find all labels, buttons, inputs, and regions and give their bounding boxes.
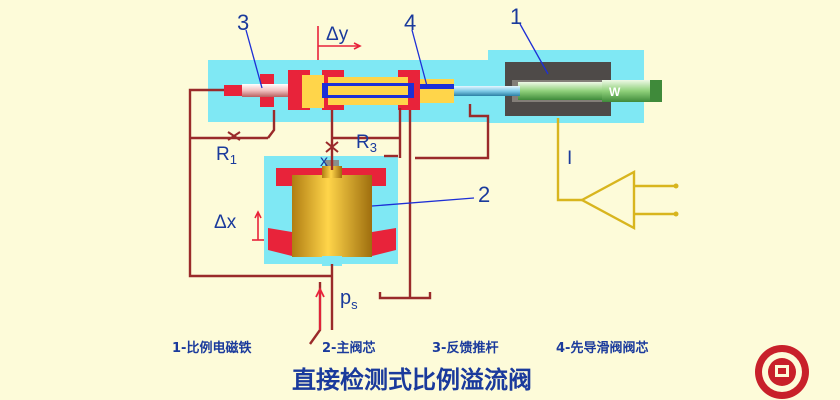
label-delta-x: Δx [214, 212, 237, 233]
label-delta-y: Δy [326, 24, 349, 45]
delta-y-indicator [317, 26, 362, 60]
label-3: 3 [237, 10, 249, 35]
legend-item-1: 1-比例电磁铁 [172, 340, 251, 356]
label-2: 2 [478, 182, 490, 207]
label-1: 1 [510, 4, 522, 29]
label-4: 4 [404, 10, 416, 35]
spring-w-label: W [609, 85, 621, 99]
pilot-valve-body [208, 60, 488, 122]
hydraulic-lines [188, 88, 490, 345]
restrictor-r1-icon [227, 131, 241, 141]
label-r1: R1 [216, 144, 237, 167]
inlet-arrow-icon [315, 286, 325, 330]
label-r3: R3 [356, 132, 377, 155]
legend-item-4: 4-先导滑阀阀芯 [556, 340, 648, 356]
amplifier-icon [579, 169, 636, 231]
legend-item-3: 3-反馈推杆 [432, 340, 498, 356]
label-ps: ps [340, 287, 358, 312]
leader-lines [245, 23, 549, 207]
main-valve [264, 156, 398, 266]
restrictor-x-icon [325, 141, 339, 153]
proportional-solenoid: W [475, 50, 662, 123]
signal-lines [556, 118, 676, 231]
delta-x-indicator [252, 210, 264, 241]
label-i: I [567, 148, 572, 169]
legend-item-2: 2-主阀芯 [322, 340, 375, 356]
university-seal-icon [755, 345, 809, 399]
diagram-title: 直接检测式比例溢流阀 [292, 366, 532, 394]
label-x: x [320, 153, 328, 170]
